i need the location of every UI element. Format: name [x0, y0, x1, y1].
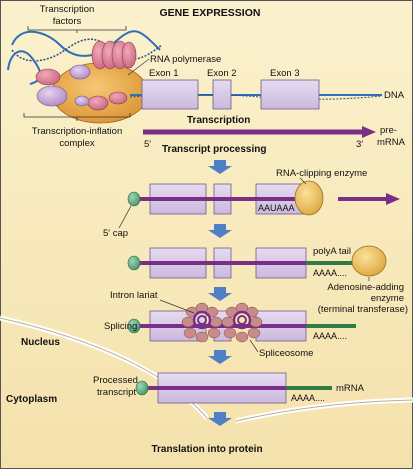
- label-aaaa-row3: AAAA....: [313, 331, 347, 341]
- exon2-box: [212, 79, 232, 110]
- label-processed-transcript-line2: transcript: [97, 387, 136, 398]
- arrow-down-5: [208, 412, 232, 426]
- label-rna-clipping-enzyme: RNA-clipping enzyme: [276, 168, 367, 179]
- pre-mrna-arrowhead: [362, 126, 376, 138]
- label-transcription-factors-line1: Transcription: [40, 4, 95, 15]
- label-nucleus: Nucleus: [21, 337, 60, 348]
- label-exon3: Exon 3: [270, 68, 300, 79]
- label-rna-polymerase: RNA polymerase: [150, 54, 221, 65]
- label-aauaaa: AAUAAA: [258, 203, 295, 213]
- label-polya-tail: polyA tail: [313, 246, 351, 257]
- label-cytoplasm: Cytoplasm: [6, 394, 57, 405]
- arrow-down-4: [208, 350, 232, 364]
- label-transcription-factors-line2: factors: [53, 16, 82, 27]
- label-mrna: mRNA: [336, 383, 365, 394]
- label-adenosine-enzyme-line3: (terminal transferase): [318, 304, 408, 315]
- label-aaaa-row2: AAAA....: [313, 268, 347, 278]
- dna-helix-strand-a: [11, 30, 161, 57]
- label-splicing: Splicing: [104, 321, 137, 332]
- pointer-rna-polymerase: [127, 58, 150, 76]
- label-exon1: Exon 1: [149, 68, 179, 79]
- label-initiation-complex-line2: complex: [59, 138, 95, 149]
- rna-clipping-enzyme: [294, 180, 324, 216]
- arrow-down-1: [208, 160, 232, 174]
- label-pre-mrna-line1: pre-: [380, 125, 397, 136]
- row2-cap: [127, 255, 141, 271]
- diagram-title: GENE EXPRESSION: [160, 7, 261, 19]
- label-pre-mrna-line2: mRNA: [377, 137, 406, 148]
- pointer-clipping-enzyme: [299, 177, 307, 185]
- label-five-prime: 5′: [144, 139, 151, 150]
- row3-cap: [127, 318, 141, 334]
- adenosine-adding-enzyme: [351, 245, 387, 277]
- row1-cleaved-arrowhead: [386, 193, 400, 205]
- label-exon2: Exon 2: [207, 68, 237, 79]
- pointer-spliceosome: [249, 339, 259, 353]
- factor-lilac-top: [69, 64, 91, 80]
- label-transcript-processing: Transcript processing: [162, 144, 266, 155]
- label-processed-transcript-line1: Processed: [93, 375, 138, 386]
- exon3-box: [260, 79, 320, 110]
- label-dna: DNA: [384, 90, 405, 101]
- factor-lilac-small: [74, 95, 90, 107]
- spliceosome-2: [221, 302, 263, 343]
- row4-cap: [135, 380, 149, 396]
- label-initiation-complex-line1: Transcription-inflation: [32, 126, 122, 137]
- nuclear-membrane-right-edge: [235, 399, 413, 422]
- transcription-factor-stack: [91, 40, 137, 70]
- flow-arrows: [208, 160, 232, 426]
- pointer-five-cap: [118, 205, 132, 229]
- label-translation: Translation into protein: [151, 444, 262, 455]
- row1-cap: [127, 191, 141, 207]
- label-spliceosome: Spliceosome: [259, 348, 313, 359]
- label-transcription: Transcription: [187, 115, 250, 126]
- label-three-prime: 3′: [356, 139, 363, 150]
- exon1-box: [141, 79, 199, 110]
- arrow-down-2: [208, 224, 232, 238]
- factor-lilac-left: [36, 85, 68, 107]
- label-intron-lariat: Intron lariat: [110, 290, 158, 301]
- dna-strand-b: [129, 94, 383, 100]
- pointer-intron-lariat: [159, 299, 195, 314]
- label-five-cap: 5′ cap: [103, 228, 128, 239]
- label-aaaa-row4: AAAA....: [291, 393, 325, 403]
- factor-pink-right: [108, 91, 128, 105]
- factor-pink-lower: [87, 95, 109, 111]
- factor-pink-upper: [35, 68, 61, 86]
- label-adenosine-enzyme-line2: enzyme: [371, 293, 404, 304]
- label-adenosine-enzyme-line1: Adenosine-adding: [327, 282, 404, 293]
- arrow-down-3: [208, 287, 232, 301]
